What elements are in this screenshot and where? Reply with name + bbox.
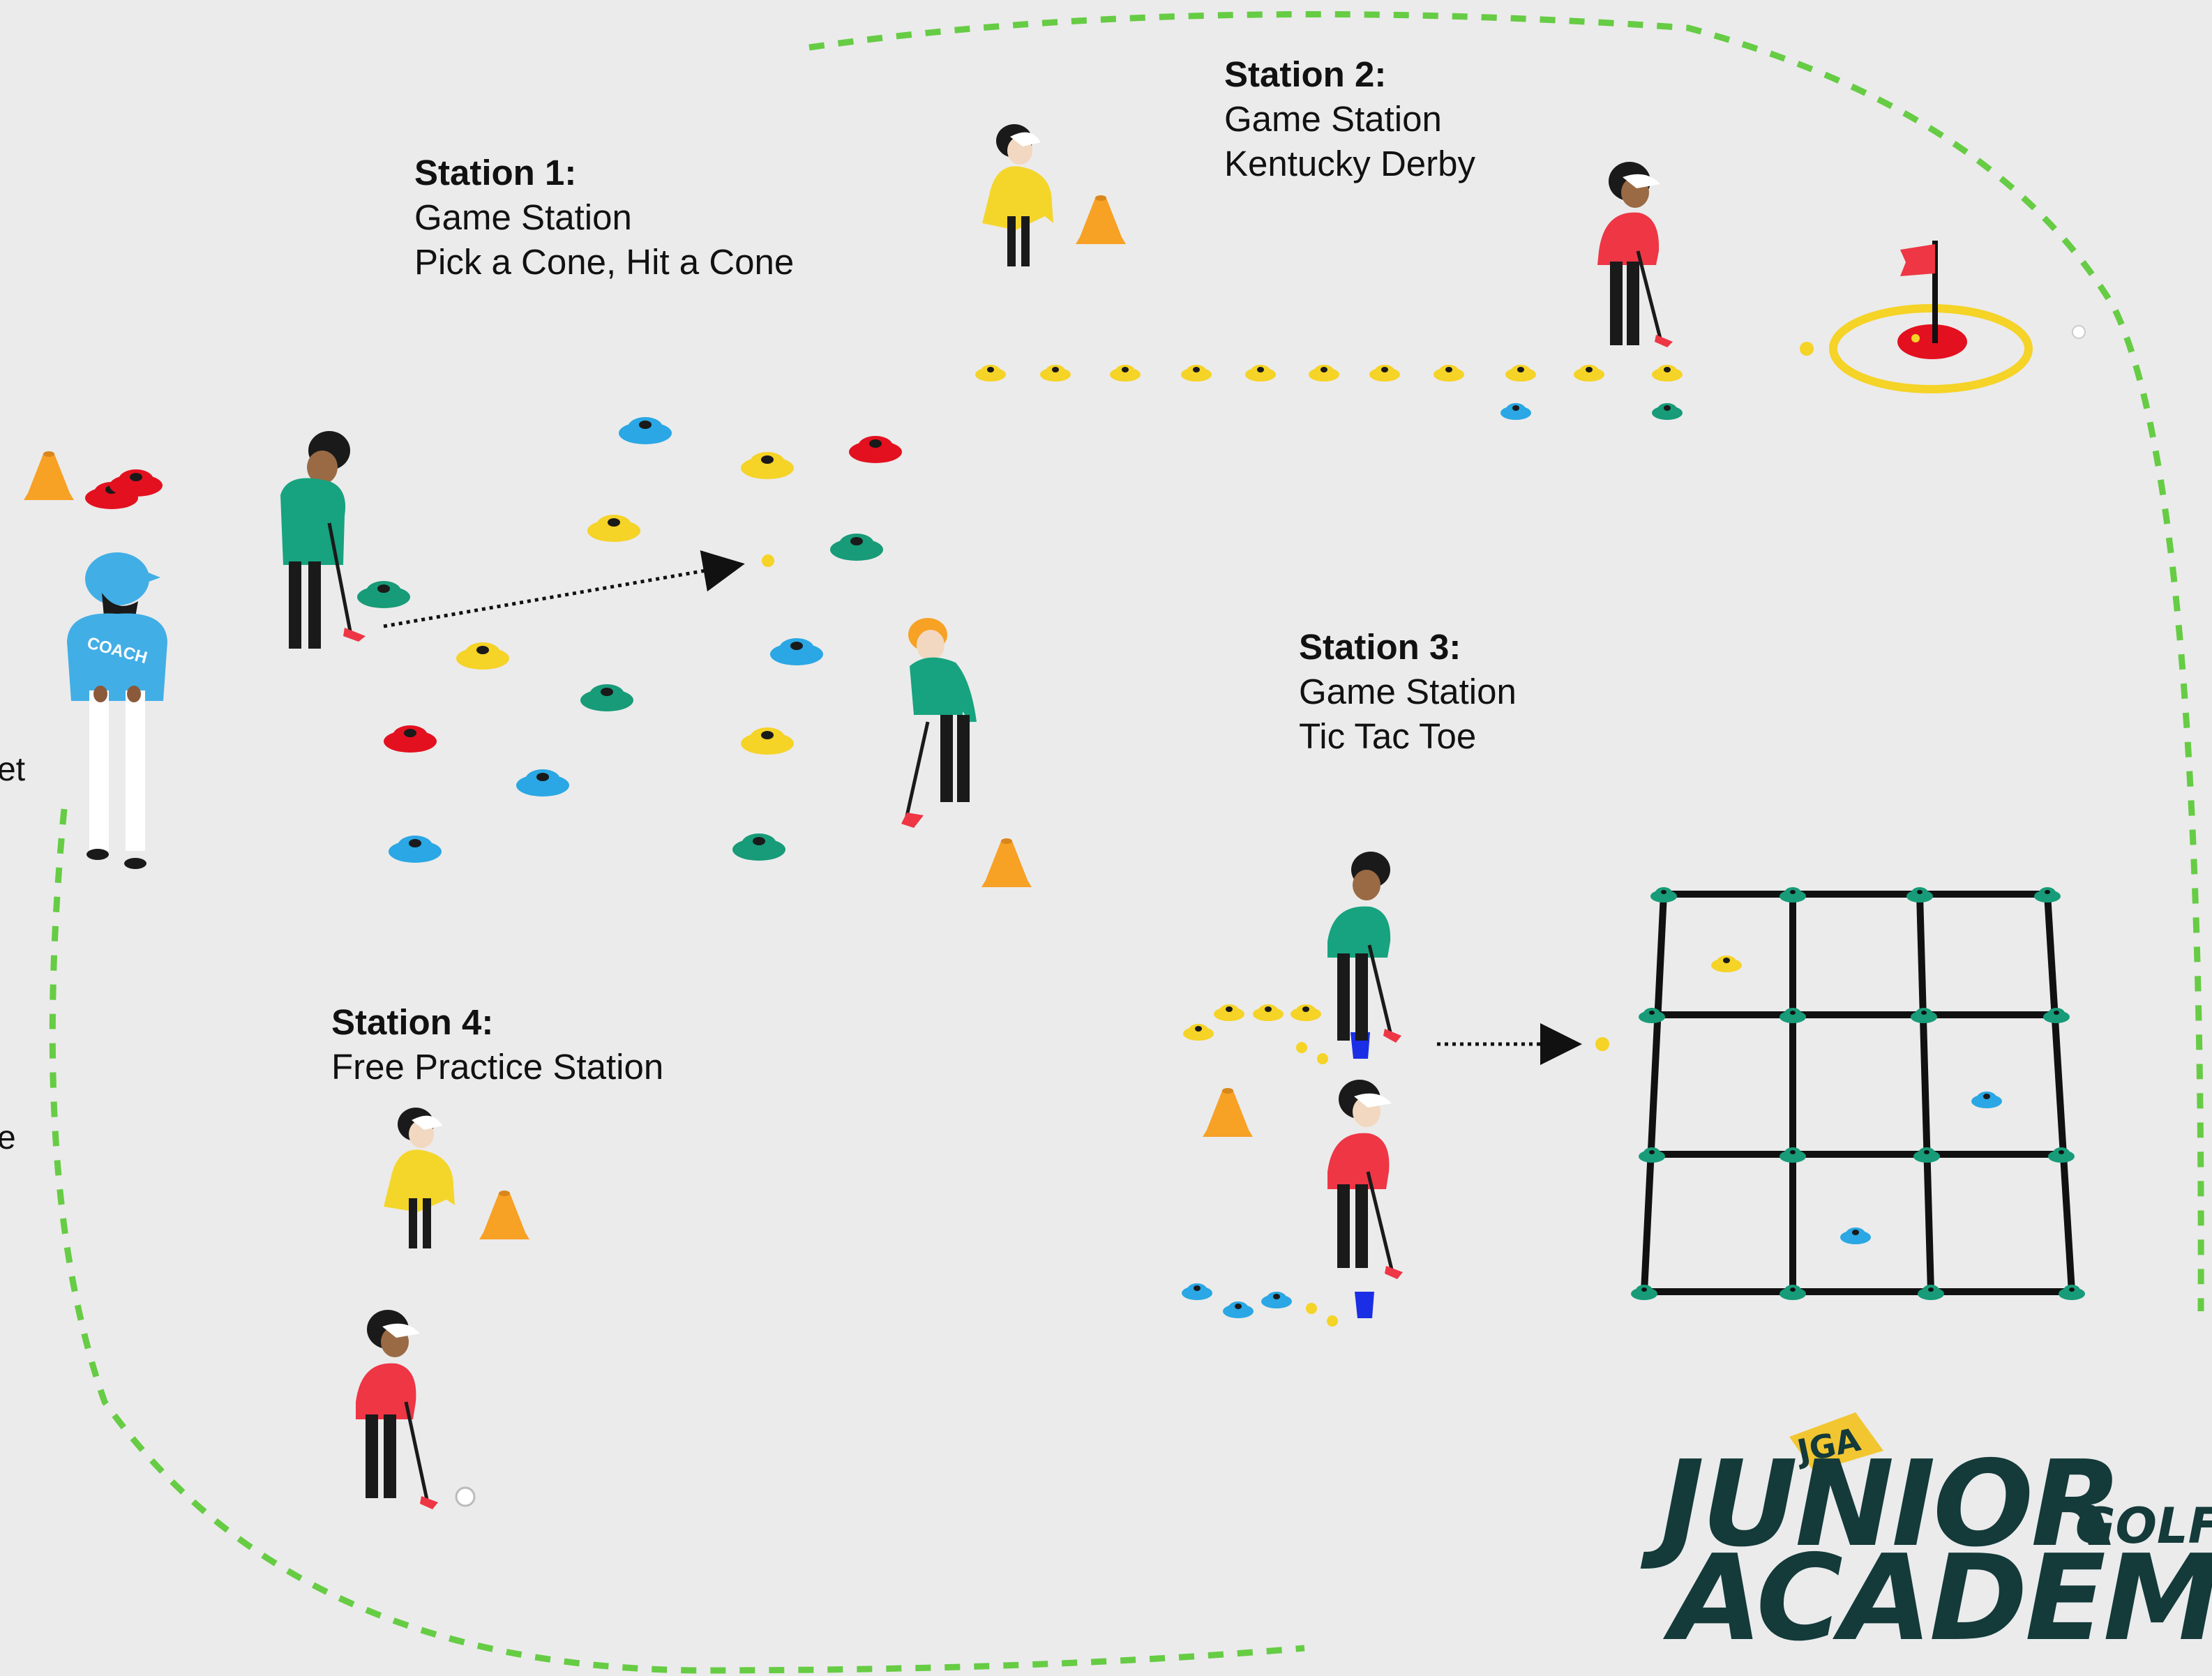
station-2-line-1: Game Station — [1224, 99, 1442, 139]
station-1-heading: Station 1: — [414, 153, 577, 192]
putt-path-arrow — [383, 550, 745, 628]
field-boundary — [49, 10, 2204, 1674]
orange-cone — [24, 451, 74, 500]
red-disc-cone — [110, 469, 163, 497]
station-1-area — [280, 417, 1032, 887]
logo-word-golf: GOLF — [2075, 1497, 2212, 1555]
station-1-line-1: Game Station — [414, 197, 632, 237]
coach-cones — [24, 451, 163, 509]
target-hole-flag — [1829, 241, 2033, 393]
station-4-line-1: Free Practice Station — [331, 1047, 664, 1087]
station-1-label: Station 1: Game Station Pick a Cone, Hit… — [414, 151, 794, 285]
edge-text-fragment-1: et — [0, 751, 26, 788]
golfer-red-kid-2 — [1327, 1080, 1403, 1279]
golfer-red-kid-3 — [356, 1310, 438, 1509]
coach-figure: COACH — [67, 552, 167, 869]
junior-golf-academy-logo: JGA JUNIOR GOLF ACADEMY — [1640, 1412, 2212, 1668]
station-3-line-2: Tic Tac Toe — [1299, 716, 1477, 756]
golfer-green-kid — [280, 431, 366, 649]
golfer-yellow-kid — [982, 124, 1053, 266]
station-3-line-1: Game Station — [1299, 672, 1517, 711]
golfer-green-kid-2 — [1327, 852, 1401, 1043]
station-2-area — [975, 124, 2086, 420]
logo-flag-icon — [1789, 1412, 1883, 1472]
station-4-area — [356, 1108, 529, 1509]
golfer-red-kid — [1597, 162, 1673, 347]
golfer-yellow-kid-2 — [384, 1108, 455, 1248]
golfer-orange-hair-kid — [901, 618, 977, 828]
station-4-label: Station 4: Free Practice Station — [331, 1000, 663, 1089]
station-3-area — [1182, 852, 2085, 1327]
logo-word-junior: JUNIOR — [1640, 1435, 2119, 1573]
logo-word-academy: ACADEMY — [1662, 1530, 2212, 1668]
tic-tac-toe-grid — [1641, 891, 2075, 1295]
station-1-line-2: Pick a Cone, Hit a Cone — [414, 242, 795, 282]
station-2-line-2: Kentucky Derby — [1224, 144, 1475, 183]
station-4-heading: Station 4: — [331, 1002, 494, 1042]
station-2-heading: Station 2: — [1224, 54, 1387, 94]
station-2-label: Station 2: Game Station Kentucky Derby — [1224, 52, 1475, 186]
station-3-label: Station 3: Game Station Tic Tac Toe — [1299, 625, 1517, 759]
station-3-heading: Station 3: — [1299, 627, 1461, 667]
edge-text-fragment-2: e — [0, 1119, 16, 1156]
